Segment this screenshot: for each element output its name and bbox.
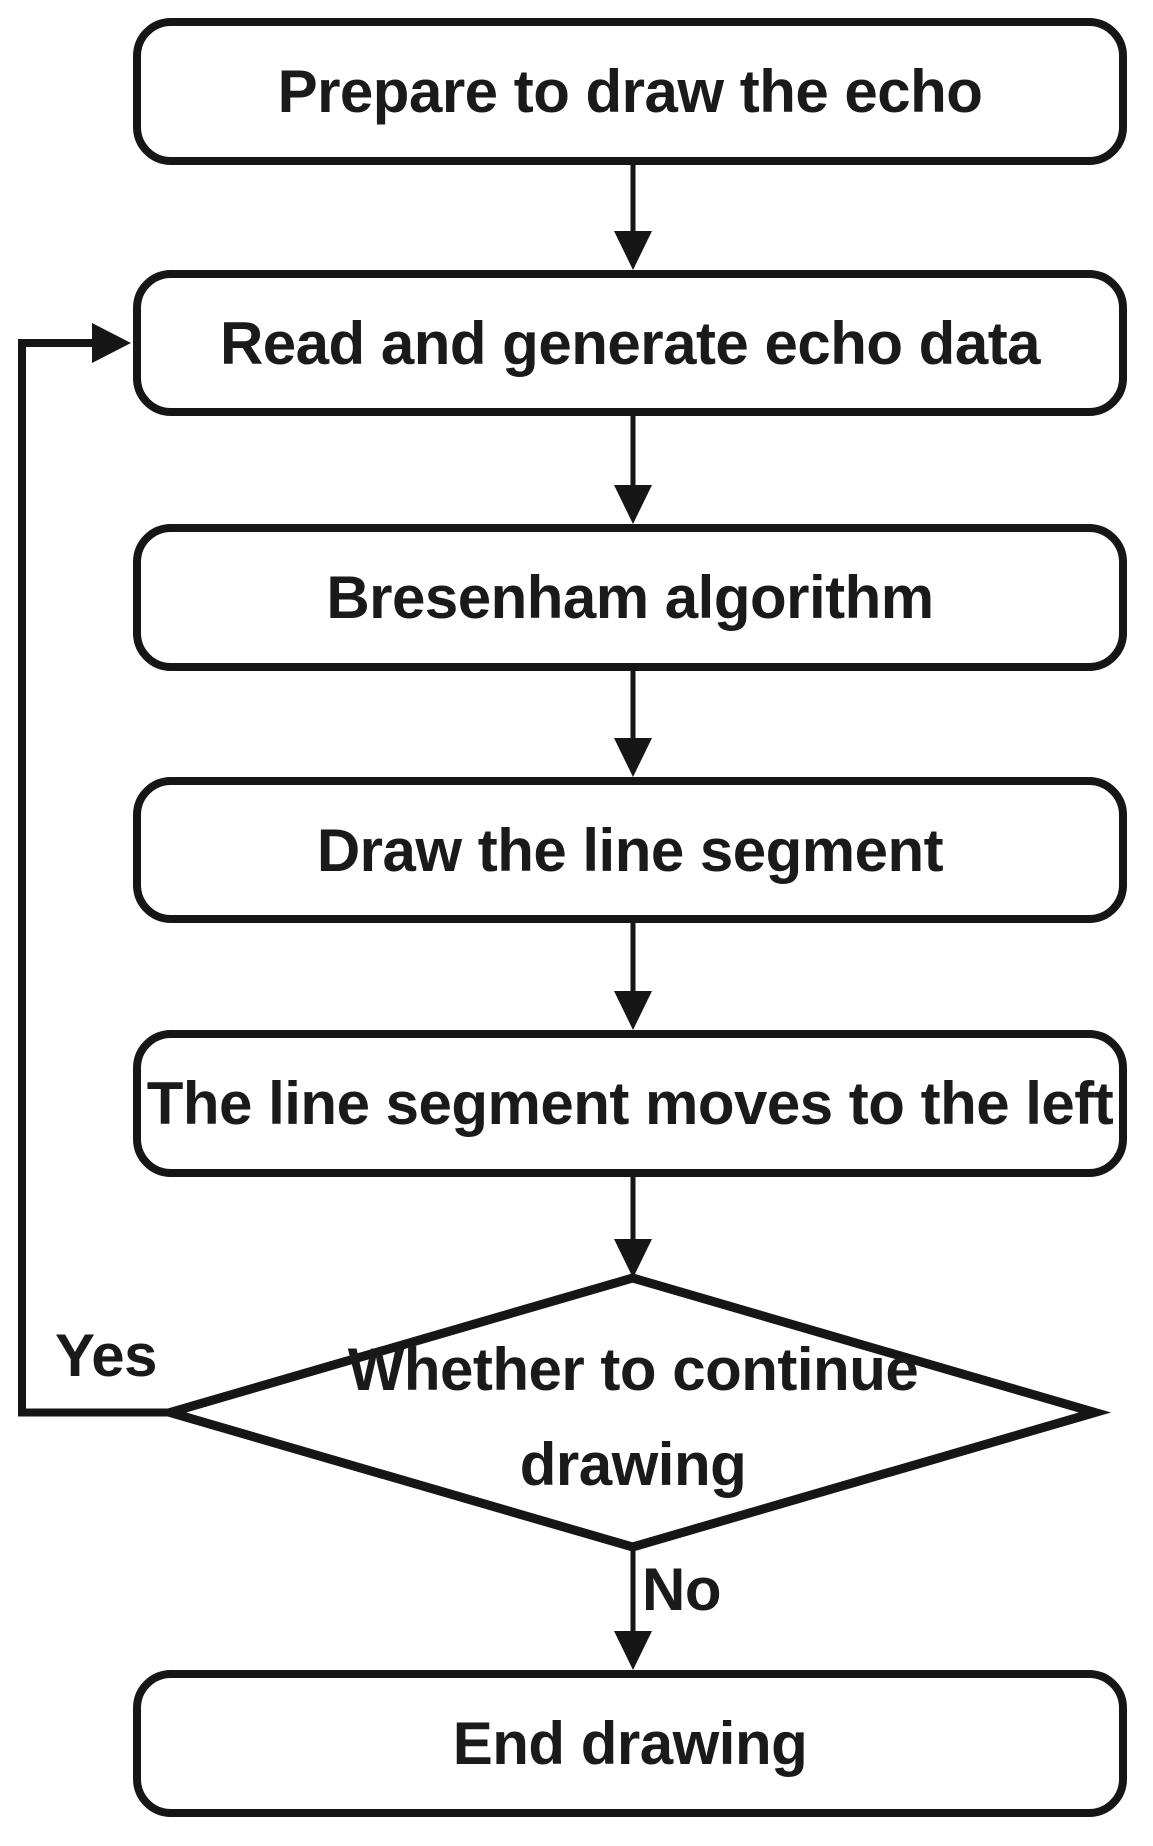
node-end: End drawing <box>133 1670 1127 1817</box>
edge-label-no: No <box>642 1556 721 1623</box>
node-prepare-label: Prepare to draw the echo <box>277 58 983 125</box>
edge-read-bresenham-arrowhead <box>614 485 652 524</box>
node-move-left: The line segment moves to the left <box>133 1030 1127 1177</box>
edge-decision-end-arrowhead <box>614 1631 652 1670</box>
edge-label-yes: Yes <box>55 1322 157 1389</box>
edge-draw-moveleft-arrowhead <box>614 991 652 1030</box>
node-continue-decision-label-line1: Whether to continue <box>347 1336 919 1403</box>
edge-prepare-read-arrowhead <box>614 231 652 270</box>
node-draw-segment: Draw the line segment <box>133 777 1127 923</box>
node-end-label: End drawing <box>452 1710 808 1777</box>
node-bresenham: Bresenham algorithm <box>133 524 1127 671</box>
node-prepare: Prepare to draw the echo <box>133 18 1127 165</box>
node-bresenham-label: Bresenham algorithm <box>326 564 934 631</box>
node-continue-decision: Whether to continue drawing <box>233 1302 1033 1532</box>
node-draw-segment-label: Draw the line segment <box>316 816 944 884</box>
edge-bresenham-draw-arrowhead <box>614 738 652 777</box>
node-read-label: Read and generate echo data <box>219 309 1041 377</box>
node-continue-decision-label-line2: drawing <box>519 1431 747 1498</box>
edge-moveleft-decision-arrowhead <box>614 1239 652 1278</box>
node-read: Read and generate echo data <box>133 270 1127 416</box>
edge-decision-read-loop-line <box>18 339 170 1417</box>
edge-decision-read-loop-arrowhead <box>92 323 131 363</box>
node-move-left-label: The line segment moves to the left <box>146 1070 1114 1137</box>
